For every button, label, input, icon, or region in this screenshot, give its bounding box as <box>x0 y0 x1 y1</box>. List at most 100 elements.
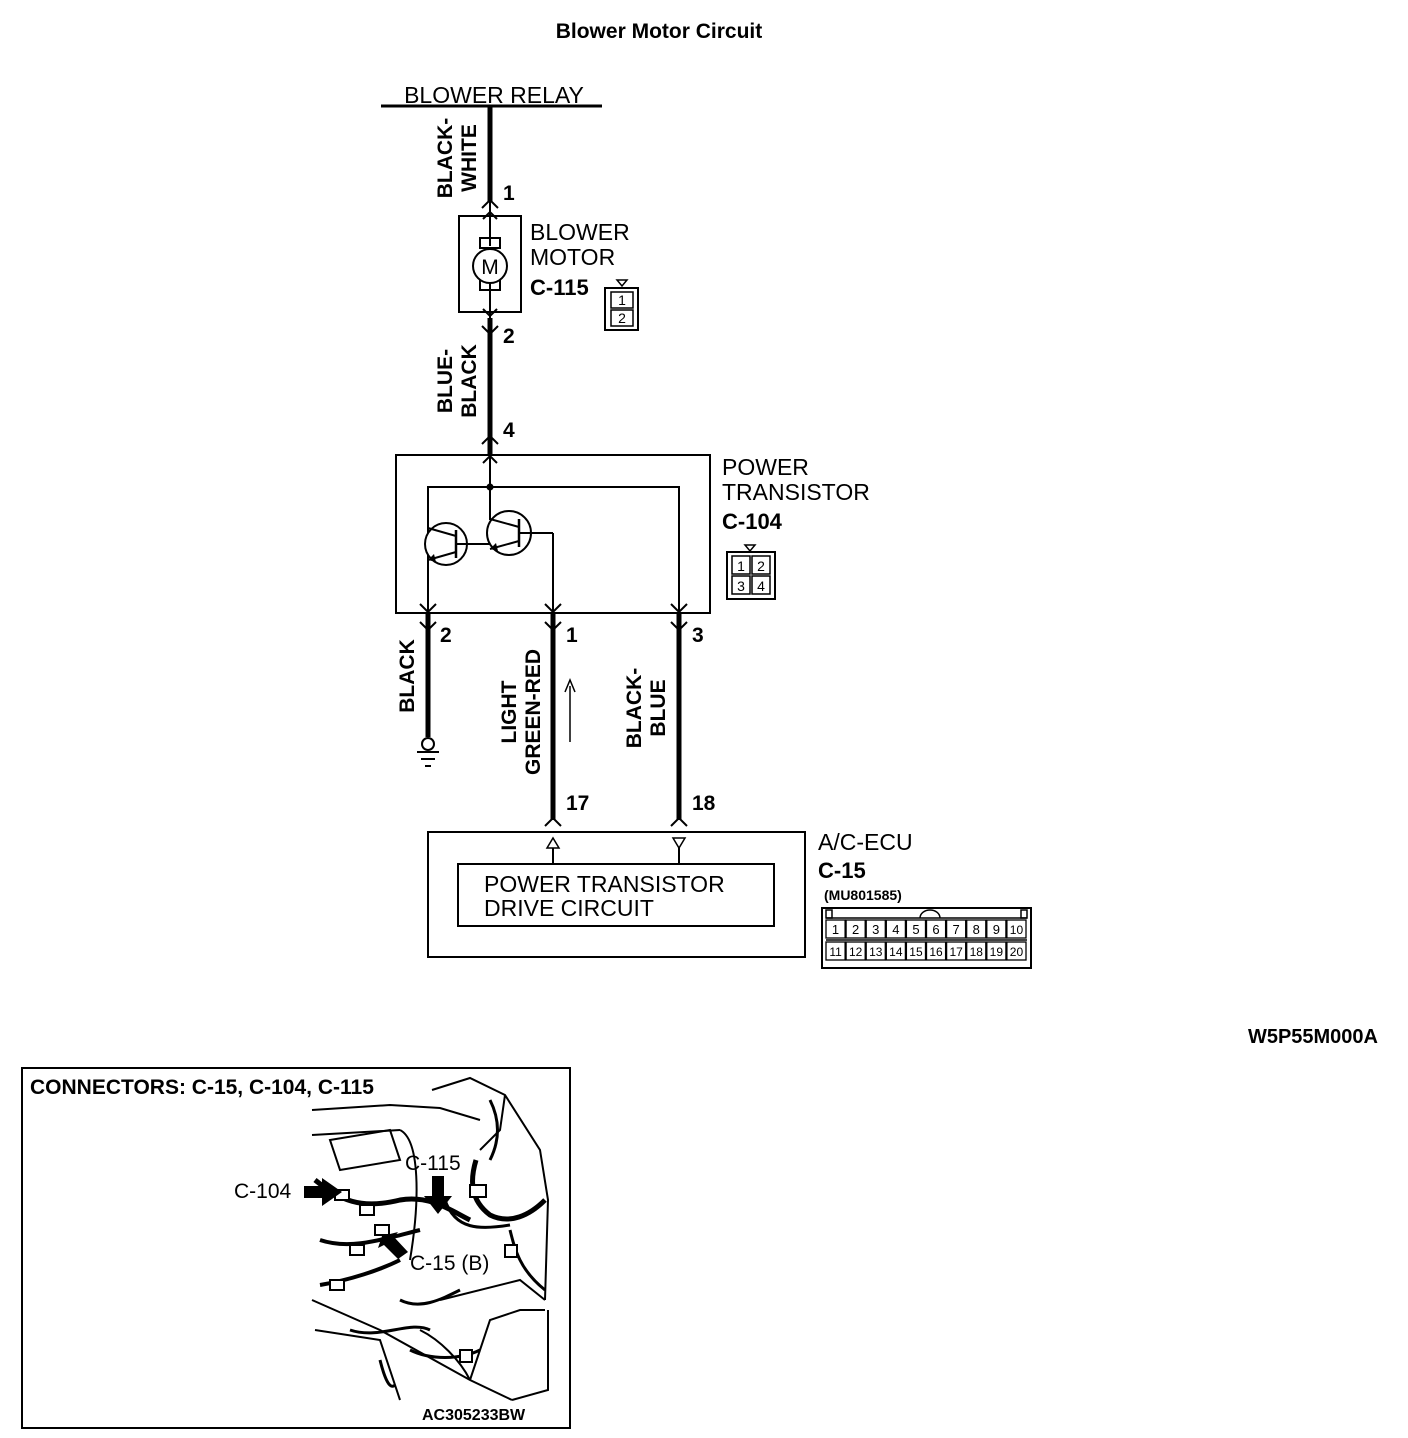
transistor-left <box>424 522 468 566</box>
connectors-panel-code: AC305233BW <box>422 1407 526 1424</box>
c15-pin-number: 4 <box>892 922 899 937</box>
c15-pin-cell <box>825 941 846 961</box>
ac-ecu-box <box>427 831 806 958</box>
c15-pin-cell <box>986 941 1007 961</box>
c15-pin-number: 3 <box>872 922 879 937</box>
power-transistor-pin-4: 4 <box>503 419 515 442</box>
c15-pin-cell <box>845 941 866 961</box>
c15-pin-cell <box>945 941 967 961</box>
connectors-panel-label-c15: C-15 (B) <box>410 1252 489 1275</box>
connector-c115-glyph: 1 2 <box>604 279 639 331</box>
svg-text:2: 2 <box>618 310 626 326</box>
blower-motor-label-1: BLOWER <box>530 219 630 245</box>
ecu-output-arrow-icon <box>671 837 687 850</box>
c15-pin-cell <box>1006 919 1027 939</box>
svg-text:BLACK-: BLACK- <box>434 118 457 198</box>
c15-pin-number: 9 <box>993 922 1000 937</box>
c15-pin-number: 15 <box>909 945 923 959</box>
svg-text:BLUE: BLUE <box>647 679 670 736</box>
c15-pin-number: 8 <box>973 922 980 937</box>
blower-motor-label-2: MOTOR <box>530 244 615 270</box>
c15-pin-number: 19 <box>990 945 1004 959</box>
drive-circuit-box <box>457 863 775 927</box>
c15-pin-number: 10 <box>1010 923 1024 937</box>
power-transistor-pin-2: 2 <box>440 624 452 647</box>
connectors-panel <box>21 1067 571 1429</box>
drive-circuit-label-1: POWER TRANSISTOR <box>484 871 725 897</box>
ac-ecu-part-number: (MU801585) <box>824 887 902 903</box>
svg-text:1: 1 <box>618 292 626 308</box>
wire-label-light-green-red: LIGHT GREEN-RED <box>498 649 545 775</box>
power-transistor-pin-1: 1 <box>566 624 578 647</box>
c15-pin-cell <box>1006 941 1027 961</box>
ac-ecu-pin-17: 17 <box>566 792 589 815</box>
c15-pin-number: 14 <box>889 945 903 959</box>
c15-pin-number: 12 <box>849 945 863 959</box>
svg-text:2: 2 <box>757 558 765 574</box>
blower-motor-pin-2: 2 <box>503 325 515 348</box>
wire-label-black-white: BLACK- WHITE <box>434 118 481 198</box>
svg-text:LIGHT: LIGHT <box>498 680 521 743</box>
c15-pin-number: 18 <box>970 945 984 959</box>
c15-pin-number: 11 <box>829 945 842 959</box>
svg-text:BLACK: BLACK <box>458 344 481 418</box>
c15-pin-number: 2 <box>852 922 859 937</box>
blower-motor-pin-1: 1 <box>503 182 515 205</box>
connector-c104-glyph: 1 2 3 4 <box>726 544 776 600</box>
wire-label-black-blue: BLACK- BLUE <box>623 668 670 748</box>
wiring-harness-illustration <box>313 1099 547 1388</box>
c15-pin-cell <box>966 919 987 939</box>
svg-text:WHITE: WHITE <box>458 124 481 192</box>
svg-text:3: 3 <box>737 578 745 594</box>
c15-pin-cell <box>966 941 987 961</box>
svg-text:BLACK: BLACK <box>396 639 419 713</box>
diagram-code: W5P55M000A <box>1248 1026 1378 1048</box>
c15-pin-cell <box>905 919 927 939</box>
ground-symbol-icon <box>417 737 439 767</box>
ac-ecu-label: A/C-ECU <box>818 829 913 855</box>
c15-pin-number: 5 <box>912 922 919 937</box>
current-direction-arrow-icon <box>564 678 576 742</box>
connectors-panel-label-c104: C-104 <box>234 1180 292 1203</box>
blower-motor-connector-id: C-115 <box>530 275 589 300</box>
c15-pin-cell <box>865 941 886 961</box>
connectors-panel-label-c115: C-115 <box>405 1152 461 1175</box>
svg-text:4: 4 <box>757 578 765 594</box>
c104-pointer-arrow-icon <box>304 1178 342 1206</box>
c15-pin-number: 6 <box>932 922 939 937</box>
power-transistor-connector-id: C-104 <box>722 509 783 534</box>
c15-pin-cell <box>945 919 967 939</box>
page-title: Blower Motor Circuit <box>556 20 763 43</box>
c15-pin-number: 17 <box>949 945 963 959</box>
svg-text:BLACK-: BLACK- <box>623 668 646 748</box>
power-transistor-pin-3: 3 <box>692 624 704 647</box>
c15-pin-number: 7 <box>953 922 960 937</box>
c15-pin-cell <box>986 919 1007 939</box>
c15-pin-number: 20 <box>1010 945 1024 959</box>
motor-symbol-label: M <box>481 256 499 279</box>
c115-pointer-arrow-icon <box>424 1176 452 1214</box>
c15-pin-cell <box>825 919 846 939</box>
connectors-panel-heading: CONNECTORS: C-15, C-104, C-115 <box>30 1076 374 1099</box>
svg-text:BLUE-: BLUE- <box>434 349 457 413</box>
c15-pin-number: 13 <box>869 945 883 959</box>
connector-chevron <box>481 198 499 209</box>
c15-pin-number: 1 <box>832 922 839 937</box>
transistor-right <box>486 510 553 556</box>
power-transistor-label-1: POWER <box>722 454 809 480</box>
c15-pin-cell <box>845 919 866 939</box>
c15-pin-cell <box>885 919 907 939</box>
wire-label-blue-black: BLUE- BLACK <box>434 344 481 418</box>
power-transistor-label-2: TRANSISTOR <box>722 479 870 505</box>
svg-text:1: 1 <box>737 558 745 574</box>
c15-pin-cell <box>885 941 907 961</box>
wire-label-black: BLACK <box>396 639 419 713</box>
c15-pin-cell <box>925 941 947 961</box>
ac-ecu-pin-18: 18 <box>692 792 716 815</box>
motor-symbol <box>472 248 508 284</box>
c15-pin-number: 16 <box>929 945 943 959</box>
svg-text:GREEN-RED: GREEN-RED <box>522 649 545 775</box>
c15-pin-cell <box>925 919 947 939</box>
